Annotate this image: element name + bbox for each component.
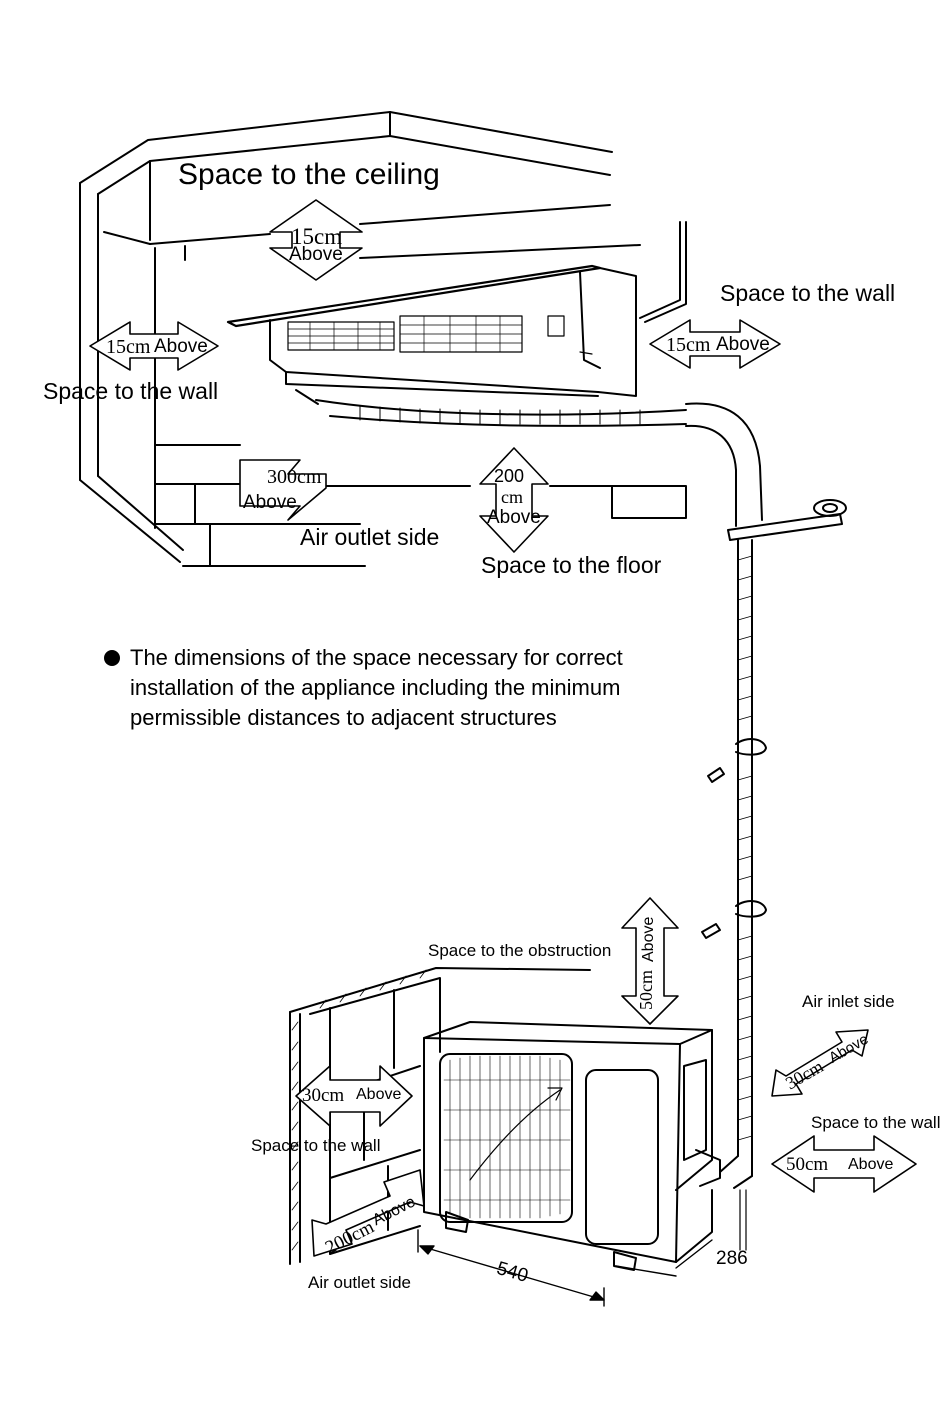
floor-value: 200	[494, 466, 525, 486]
obstruction-arrow	[621, 897, 679, 1025]
ceiling-title: Space to the ceiling	[178, 158, 440, 191]
inlet-label: Air inlet side	[802, 992, 895, 1011]
indoor-room-walls	[79, 111, 687, 567]
outdoor-right-wall-arrow	[771, 1135, 917, 1193]
indoor-pipe	[315, 399, 763, 527]
outdoor-wall-hatching	[291, 969, 427, 1251]
outlet-label: Air outlet side	[300, 524, 440, 550]
outdoor-right-wall-above: Above	[848, 1156, 894, 1173]
floor-label: Space to the floor	[481, 552, 662, 578]
floor-arrow	[479, 447, 549, 553]
outlet-above: Above	[243, 492, 297, 513]
bullet-icon	[104, 650, 120, 666]
left-wall-arrow	[89, 321, 219, 371]
outdoor-left-wall-label: Space to the wall	[251, 1136, 381, 1155]
outdoor-outlet-label: Air outlet side	[308, 1273, 411, 1292]
inlet-arrow	[771, 1029, 869, 1097]
indoor-unit-filter-grid	[287, 315, 523, 353]
vertical-pipe-ribs	[737, 555, 753, 1141]
ceiling-arrow	[269, 199, 363, 281]
obstruction-label: Space to the obstruction	[428, 941, 612, 960]
vertical-pipe	[719, 539, 753, 1251]
clearance-arrows	[89, 199, 917, 1257]
right-wall-arrow	[649, 319, 781, 369]
outdoor-left-wall-above: Above	[356, 1086, 402, 1103]
outlet-arrow	[239, 459, 327, 521]
floor-unit: cm	[501, 487, 523, 507]
left-wall-label: Space to the wall	[43, 378, 219, 404]
wall-bracket-top	[727, 499, 847, 541]
left-wall-value: 15cm	[106, 336, 151, 358]
right-wall-above: Above	[716, 334, 770, 355]
ceiling-value: 15cm	[291, 224, 343, 249]
right-wall-value: 15cm	[666, 334, 711, 356]
obstruction-above: Above	[640, 916, 657, 962]
outdoor-unit-grille	[443, 1055, 571, 1219]
installation-note: The dimensions of the space necessary fo…	[104, 643, 724, 733]
dimension-lines	[417, 1229, 713, 1307]
outdoor-unit	[423, 1021, 721, 1271]
indoor-pipe-ribs	[359, 405, 641, 425]
right-wall-label: Space to the wall	[720, 280, 896, 306]
note-line: permissible distances to adjacent struct…	[130, 705, 557, 730]
indoor-unit	[226, 264, 637, 405]
left-wall-above: Above	[154, 336, 208, 357]
floor-above: Above	[487, 507, 541, 528]
obstruction-value: 50cm	[636, 970, 656, 1010]
depth-dimension: 286	[716, 1248, 748, 1269]
outdoor-outlet-arrow	[311, 1169, 425, 1257]
outlet-value: 300cm	[267, 466, 322, 488]
note-line: installation of the appliance including …	[130, 675, 621, 700]
outdoor-left-wall-arrow	[295, 1065, 413, 1127]
outdoor-left-wall-value: 30cm	[302, 1085, 345, 1106]
outdoor-right-wall-label: Space to the wall	[811, 1113, 941, 1132]
ceiling-above: Above	[289, 244, 343, 265]
outdoor-fan-arrow	[469, 1087, 563, 1181]
outdoor-right-wall-value: 50cm	[786, 1154, 829, 1175]
note-line: The dimensions of the space necessary fo…	[130, 645, 623, 670]
pipe-clamps	[701, 738, 767, 939]
